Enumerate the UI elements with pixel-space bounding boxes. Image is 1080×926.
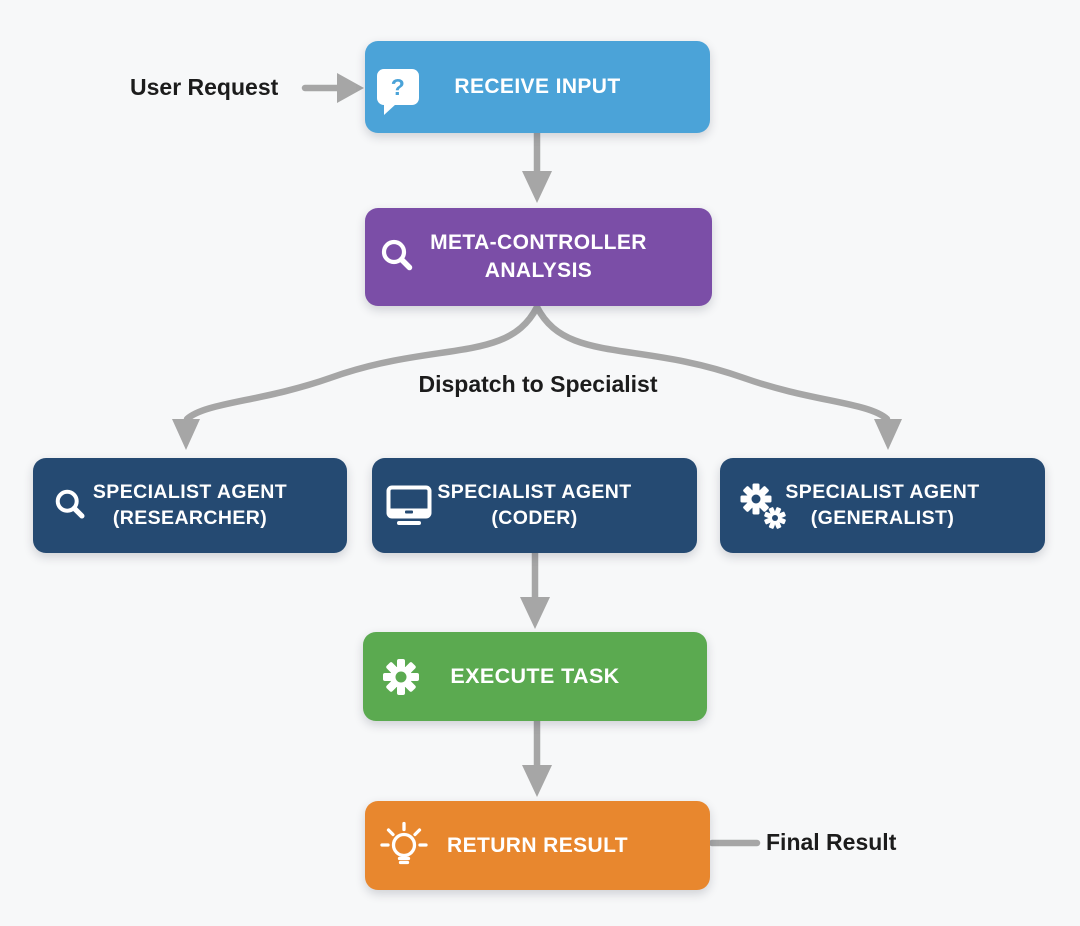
dispatch-label: Dispatch to Specialist (418, 371, 658, 397)
receive-to-meta-arrowhead (522, 171, 552, 203)
node-label: SPECIALIST AGENT (GENERALIST) (785, 480, 980, 529)
node-return-result: RETURN RESULT (365, 801, 710, 890)
dispatch-curve-left-arrowhead (172, 419, 200, 450)
gears-icon (730, 479, 788, 533)
coder-to-execute-arrowhead (520, 597, 550, 629)
node-label: RETURN RESULT (447, 833, 628, 857)
magnifier-icon (53, 488, 89, 524)
node-specialist-coder: SPECIALIST AGENT (CODER) (372, 458, 697, 553)
final-result-label: Final Result (766, 829, 897, 855)
user-request-arrowhead (337, 73, 364, 103)
dispatch-curve-right-arrowhead (874, 419, 902, 450)
lightbulb-icon (376, 820, 432, 872)
dispatch-curve-left (183, 303, 541, 423)
user-request-label: User Request (130, 74, 279, 100)
node-label: SPECIALIST AGENT (RESEARCHER) (92, 480, 288, 529)
node-label: SPECIALIST AGENT (CODER) (437, 480, 632, 529)
question-speech-bubble-icon: ? (377, 69, 419, 115)
node-specialist-generalist: SPECIALIST AGENT (GENERALIST) (720, 458, 1045, 553)
dispatch-curve-right (533, 303, 891, 423)
monitor-icon (386, 485, 432, 527)
gear-icon (379, 655, 423, 699)
execute-to-return-arrowhead (522, 765, 552, 797)
node-meta-controller: META-CONTROLLER ANALYSIS (365, 208, 712, 306)
magnifier-icon (379, 238, 417, 276)
node-label: RECEIVE INPUT (454, 75, 621, 99)
node-receive-input: ? RECEIVE INPUT (365, 41, 710, 133)
node-label: EXECUTE TASK (450, 664, 620, 689)
node-specialist-researcher: SPECIALIST AGENT (RESEARCHER) (33, 458, 347, 553)
node-label: META-CONTROLLER ANALYSIS (430, 231, 647, 282)
node-execute-task: EXECUTE TASK (363, 632, 707, 721)
